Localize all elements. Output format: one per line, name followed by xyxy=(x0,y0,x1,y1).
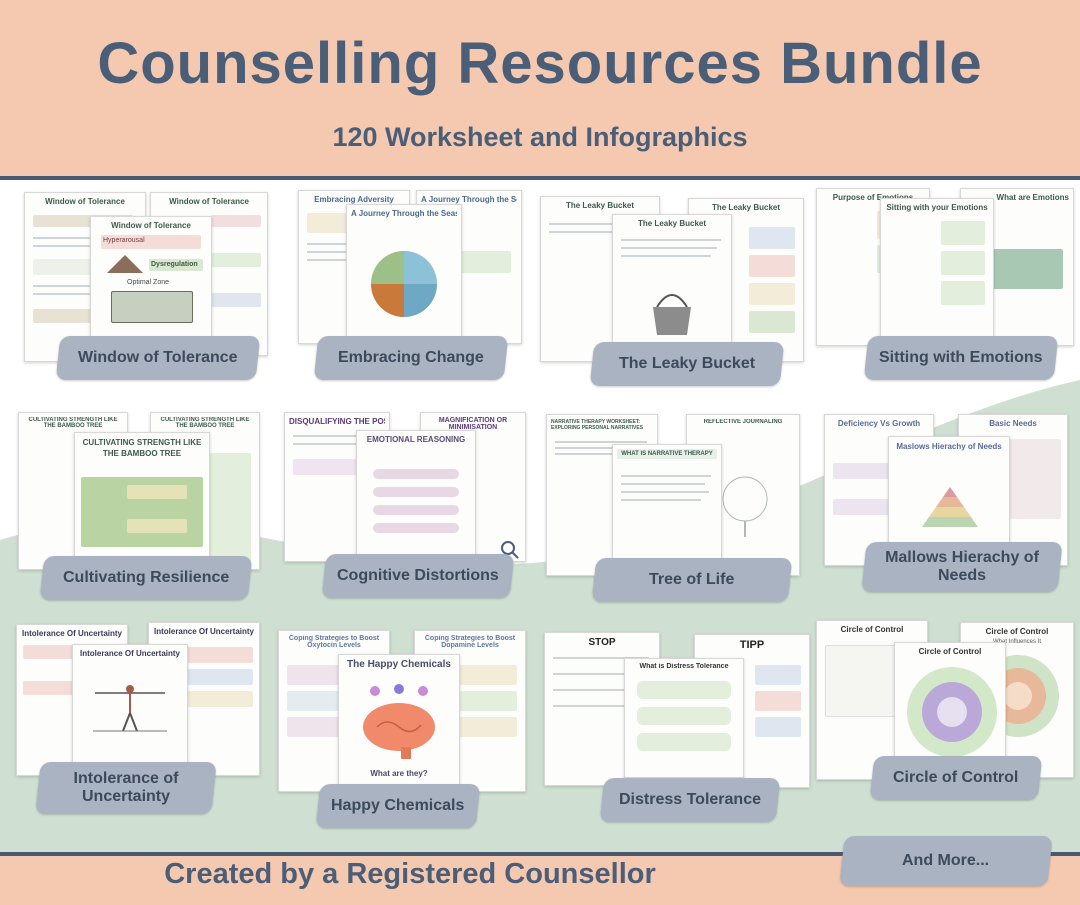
tolerance-triangle-graphic xyxy=(107,255,143,273)
label-cultivating-resilience[interactable]: Cultivating Resilience xyxy=(39,556,253,600)
label-circle-of-control[interactable]: Circle of Control xyxy=(869,756,1043,800)
and-more-button[interactable]: And More... xyxy=(839,836,1053,886)
tile-tree-of-life[interactable]: NARRATIVE THERAPY WORKSHEET: EXPLORING P… xyxy=(540,410,804,606)
label-tree-of-life[interactable]: Tree of Life xyxy=(591,558,793,602)
tile-distress-tolerance[interactable]: STOP TIPP What is Distress Tolerance Dis… xyxy=(540,628,812,824)
tile-happy-chemicals[interactable]: Coping Strategies to Boost Oxytocin Leve… xyxy=(276,626,530,828)
bucket-icon xyxy=(653,294,691,335)
worksheet-thumbnail: The Happy Chemicals What are they? xyxy=(338,654,460,790)
label-distress-tolerance[interactable]: Distress Tolerance xyxy=(599,778,781,822)
header-divider xyxy=(0,176,1080,180)
worksheet-thumbnail: Intolerance Of Uncertainty xyxy=(72,644,188,766)
page-subtitle: 120 Worksheet and Infographics xyxy=(332,122,748,152)
worksheet-thumbnail: Maslows Hierachy of Needs xyxy=(888,436,1010,552)
tightrope-walker-graphic xyxy=(93,685,167,732)
sheet-subheading: Hyperarousal xyxy=(103,237,145,244)
label-sitting-with-emotions[interactable]: Sitting with Emotions xyxy=(863,336,1059,380)
brain-graphic xyxy=(363,684,435,759)
footer-divider xyxy=(0,852,1080,856)
worksheet-thumbnail: Window of Tolerance Hyperarousal Dysregu… xyxy=(90,216,212,340)
worksheet-thumbnail: WHAT IS NARRATIVE THERAPY xyxy=(612,444,722,580)
tile-embracing-change[interactable]: Embracing Adversity A Journey Through th… xyxy=(290,186,522,382)
label-window-of-tolerance[interactable]: Window of Tolerance xyxy=(55,336,261,380)
tile-mallows-hierachy-of-needs[interactable]: Deficiency Vs Growth Basic Needs Maslows… xyxy=(822,412,1076,598)
tile-intolerance-of-uncertainty[interactable]: Intolerance Of Uncertainty Intolerance O… xyxy=(14,620,262,816)
footer-text: Created by a Registered Counsellor xyxy=(164,858,656,890)
background-green-wave xyxy=(0,380,1080,852)
label-mallows-hierachy-of-needs[interactable]: Mallows Hierachy of Needs xyxy=(861,542,1063,592)
tile-sitting-with-emotions[interactable]: Purpose of Emotions What are Emotions Si… xyxy=(814,184,1076,384)
worksheet-thumbnail: A Journey Through the Seasons xyxy=(346,204,462,344)
label-embracing-change[interactable]: Embracing Change xyxy=(313,336,509,380)
tree-icon xyxy=(722,476,768,537)
page-title: Counselling Resources Bundle xyxy=(97,31,983,96)
worksheet-thumbnail: EMOTIONAL REASONING xyxy=(356,430,476,558)
sheet-subheading: Optimal Zone xyxy=(127,279,170,286)
worksheet-thumbnail: CULTIVATING STRENGTH LIKE THE BAMBOO TRE… xyxy=(74,432,210,562)
label-cognitive-distortions[interactable]: Cognitive Distortions xyxy=(321,554,515,598)
tile-circle-of-control[interactable]: Circle of Control Circle of Control What… xyxy=(814,618,1076,812)
worksheet-thumbnail: Sitting with your Emotions xyxy=(880,198,994,346)
seasons-circle-graphic xyxy=(371,251,437,317)
pyramid-graphic xyxy=(922,487,978,527)
worksheet-thumbnail: What is Distress Tolerance xyxy=(624,658,744,778)
label-the-leaky-bucket[interactable]: The Leaky Bucket xyxy=(589,342,785,386)
tile-cognitive-distortions[interactable]: DISQUALIFYING THE POSITIVE MAGNIFICATION… xyxy=(282,408,526,602)
brain-caption: What are they? xyxy=(370,769,428,778)
tile-window-of-tolerance[interactable]: Window of Tolerance Window of Tolerance … xyxy=(18,190,272,380)
label-intolerance-of-uncertainty[interactable]: Intolerance of Uncertainty xyxy=(35,762,217,814)
tile-cultivating-resilience[interactable]: CULTIVATING STRENGTH LIKE THE BAMBOO TRE… xyxy=(16,410,266,602)
sheet-subheading: What Influences It xyxy=(992,639,1042,645)
worksheet-thumbnail: Circle of Control xyxy=(894,642,1006,772)
header-band xyxy=(0,0,1080,176)
control-circles-graphic xyxy=(907,667,997,757)
worksheet-thumbnail: The Leaky Bucket xyxy=(612,214,732,356)
label-happy-chemicals[interactable]: Happy Chemicals xyxy=(315,784,481,828)
tile-the-leaky-bucket[interactable]: The Leaky Bucket The Leaky Bucket The Le… xyxy=(536,190,808,386)
sheet-subheading: Dysregulation xyxy=(151,261,198,268)
